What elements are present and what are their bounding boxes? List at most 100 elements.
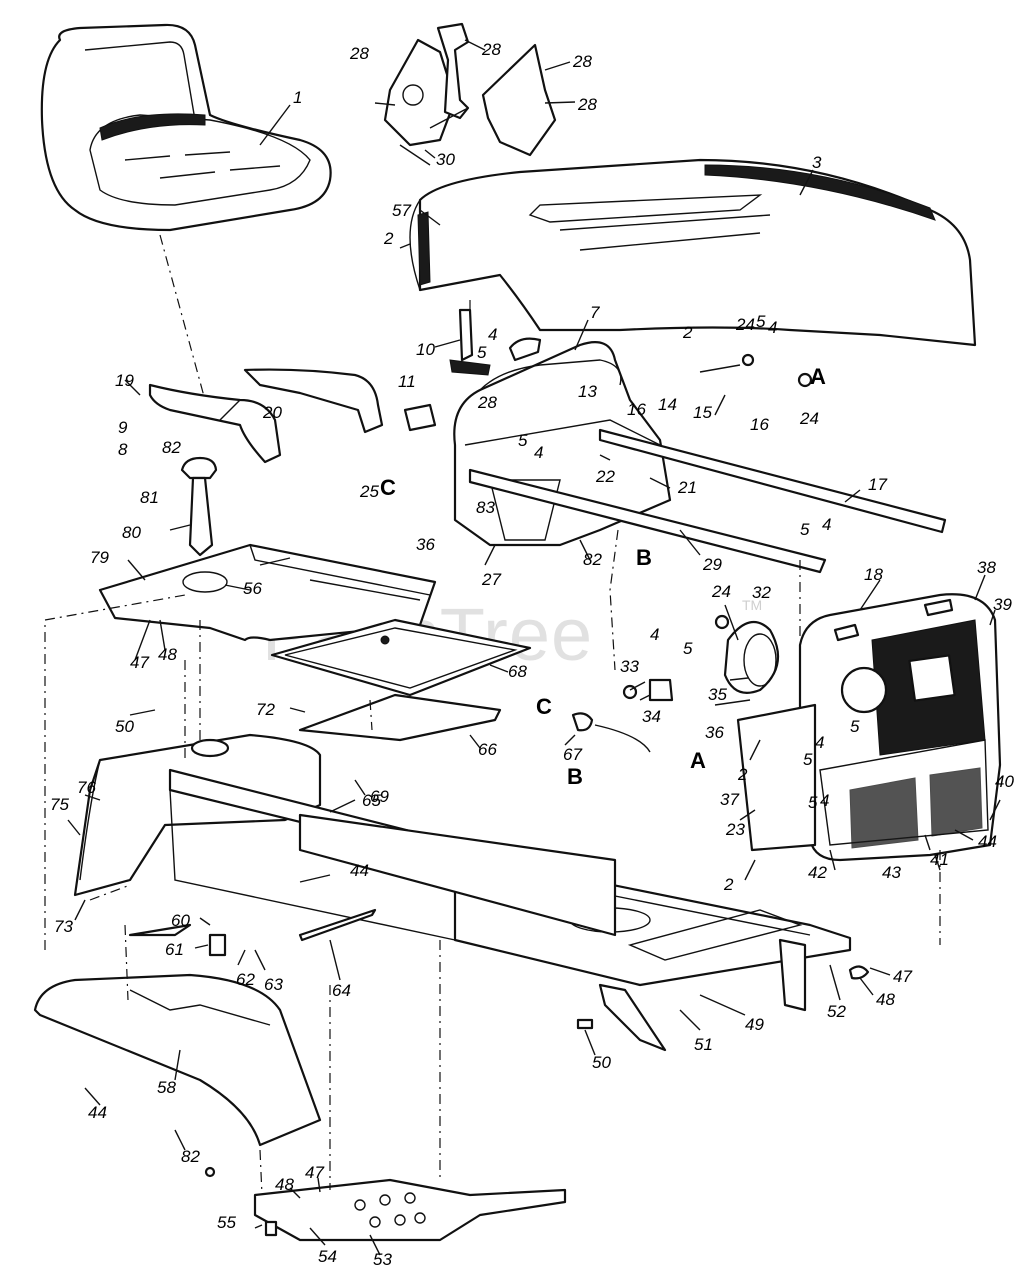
callout-47: 47 bbox=[305, 1163, 324, 1182]
dash-panel[interactable] bbox=[453, 341, 672, 547]
callout-5: 5 bbox=[756, 312, 766, 331]
callout-68: 68 bbox=[508, 662, 527, 681]
callout-24: 24 bbox=[735, 315, 755, 334]
callout-5: 5 bbox=[808, 793, 818, 812]
callout-2: 2 bbox=[383, 229, 394, 248]
headlight[interactable] bbox=[622, 620, 780, 702]
callout-27: 27 bbox=[481, 570, 501, 589]
assembly-lines bbox=[44, 300, 941, 1196]
seat-support-handle[interactable] bbox=[148, 368, 384, 464]
callout-15: 15 bbox=[693, 403, 712, 422]
callout-20: 20 bbox=[262, 403, 282, 422]
reference-letter-a: A bbox=[810, 364, 826, 389]
callout-47: 47 bbox=[130, 653, 149, 672]
callout-65: 65 bbox=[362, 791, 381, 810]
callout-69: 69 bbox=[370, 787, 389, 806]
callout-4: 4 bbox=[650, 625, 659, 644]
callout-58: 58 bbox=[157, 1078, 176, 1097]
callout-82: 82 bbox=[583, 550, 602, 569]
foot-plate[interactable] bbox=[253, 1178, 567, 1242]
callout-11: 11 bbox=[398, 372, 416, 391]
control-bracket[interactable] bbox=[383, 22, 557, 166]
fuel-tank[interactable] bbox=[73, 733, 322, 897]
callout-56: 56 bbox=[243, 579, 262, 598]
callout-39: 39 bbox=[993, 595, 1012, 614]
callout-64: 64 bbox=[332, 981, 351, 1000]
callout-48: 48 bbox=[275, 1175, 294, 1194]
callout-14: 14 bbox=[658, 395, 677, 414]
callout-73: 73 bbox=[54, 917, 73, 936]
callout-33: 33 bbox=[620, 657, 639, 676]
callout-51: 51 bbox=[694, 1035, 713, 1054]
callout-3: 3 bbox=[812, 153, 822, 172]
callout-43: 44 bbox=[978, 832, 997, 851]
callout-16: 16 bbox=[627, 400, 646, 419]
callout-82: 82 bbox=[162, 438, 181, 457]
reference-letter-c: C bbox=[536, 694, 552, 719]
callout-38: 38 bbox=[977, 558, 996, 577]
callout-62: 62 bbox=[236, 970, 255, 989]
callout-49: 49 bbox=[745, 1015, 764, 1034]
callout-81: 81 bbox=[140, 488, 159, 507]
callout-42: 42 bbox=[808, 863, 827, 882]
main-frame[interactable] bbox=[168, 768, 852, 1052]
callout-48: 48 bbox=[876, 990, 895, 1009]
callout-61: 61 bbox=[165, 940, 184, 959]
callout-82: 82 bbox=[181, 1147, 200, 1166]
callout-18: 18 bbox=[864, 565, 883, 584]
callout-43: 44 bbox=[88, 1103, 107, 1122]
rear-fender[interactable] bbox=[33, 973, 322, 1147]
callout-36: 36 bbox=[416, 535, 435, 554]
callout-80: 80 bbox=[122, 523, 141, 542]
callout-67: 67 bbox=[563, 745, 582, 764]
callout-23: 23 bbox=[725, 820, 745, 839]
callout-60: 60 bbox=[171, 911, 190, 930]
seat[interactable] bbox=[40, 23, 332, 232]
callout-19: 19 bbox=[115, 371, 134, 390]
callout-32: 32 bbox=[752, 583, 771, 602]
callout-79: 79 bbox=[90, 548, 109, 567]
callout-57: 57 bbox=[392, 201, 411, 220]
grille-housing[interactable] bbox=[736, 593, 1002, 862]
hardware bbox=[128, 308, 870, 1237]
hood[interactable] bbox=[409, 158, 977, 347]
callout-75: 75 bbox=[50, 795, 69, 814]
callout-8: 8 bbox=[118, 440, 128, 459]
callout-17: 17 bbox=[868, 475, 887, 494]
callout-5: 5 bbox=[518, 431, 528, 450]
reference-letter-a: A bbox=[690, 748, 706, 773]
callout-4: 4 bbox=[534, 443, 543, 462]
callout-2: 2 bbox=[737, 765, 748, 784]
callout-4: 4 bbox=[488, 325, 497, 344]
callout-37: 37 bbox=[720, 790, 739, 809]
callout-28: 28 bbox=[477, 393, 497, 412]
callout-22: 22 bbox=[595, 467, 615, 486]
callout-9: 9 bbox=[118, 418, 128, 437]
callout-35: 35 bbox=[708, 685, 727, 704]
callout-83: 83 bbox=[476, 498, 495, 517]
callout-25: 25 bbox=[359, 482, 379, 501]
reference-letter-b: B bbox=[567, 764, 583, 789]
callout-28: 28 bbox=[572, 52, 592, 71]
battery-tray[interactable] bbox=[270, 618, 532, 742]
callout-44: 43 bbox=[882, 863, 901, 882]
callout-labels: 1 2 2 2 2 3 4 4 4 4 4 4 4 5 5 5 5 5 5 5 … bbox=[50, 40, 1014, 1269]
frame-rail[interactable] bbox=[468, 428, 947, 574]
fender-top[interactable] bbox=[98, 543, 437, 642]
callout-72: 72 bbox=[256, 700, 275, 719]
watermark-tm: TM bbox=[742, 597, 762, 613]
callout-4: 4 bbox=[768, 318, 777, 337]
callout-41: 41 bbox=[930, 850, 949, 869]
callout-5: 5 bbox=[477, 343, 487, 362]
callout-40: 40 bbox=[995, 772, 1014, 791]
callout-4: 4 bbox=[822, 515, 831, 534]
leader-lines bbox=[67, 39, 1001, 1256]
callout-5: 5 bbox=[850, 717, 860, 736]
reference-letter-b: B bbox=[636, 545, 652, 570]
callout-28: 28 bbox=[349, 44, 369, 63]
callout-53: 53 bbox=[373, 1250, 392, 1269]
callout-50: 50 bbox=[115, 717, 134, 736]
fuel-cap[interactable] bbox=[180, 456, 218, 557]
callout-55: 55 bbox=[217, 1213, 236, 1232]
